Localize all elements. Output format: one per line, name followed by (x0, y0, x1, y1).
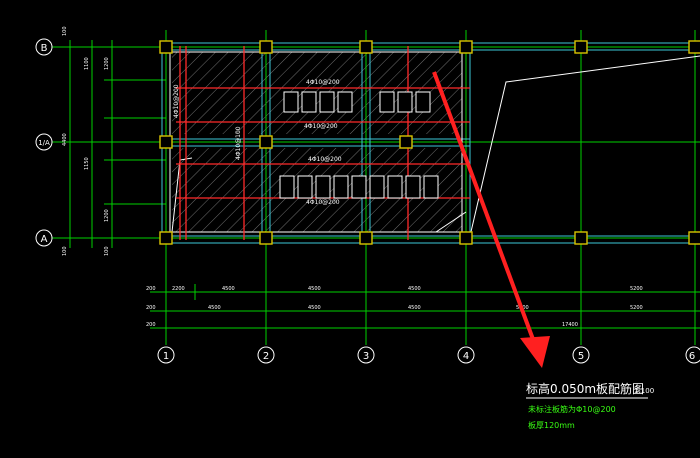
axis-label-3: 3 (363, 351, 369, 362)
dim-row2-2: 4500 (308, 305, 321, 311)
axis-bubble-6 (685, 346, 700, 364)
rebar-label-low: 4Φ10@200 (306, 199, 340, 206)
drawing-title: 标高0.050m板配筋图 (526, 381, 644, 396)
dim-row1-5: 5200 (630, 286, 643, 292)
annotation-arrow (432, 71, 550, 368)
left-dim-total: 4400 (62, 133, 68, 146)
dim-row2-0: 200 (146, 305, 156, 311)
drawing-scale: 1:100 (634, 387, 654, 395)
dim-row2-1: 4500 (208, 305, 221, 311)
left-dim-outer-2: 100 (62, 246, 68, 256)
rebar-label-top1: 4Φ10@200 (306, 79, 340, 86)
dim-row1-2: 4500 (222, 286, 235, 292)
axis-label-2: 2 (263, 351, 269, 362)
dim-row1-0: 200 (146, 286, 156, 292)
opening-boxes (279, 91, 439, 199)
axis-bubble-1 (157, 346, 175, 364)
rebar-label-vertical-2: 4Φ10@100 (235, 126, 242, 160)
slab-hatch-upper (172, 52, 462, 134)
axis-label-A: A (41, 234, 48, 245)
rebar-label-mid: 4Φ10@200 (308, 156, 342, 163)
column-squares (159, 40, 700, 245)
annotation-arrow-head (520, 336, 550, 368)
dim-row1-4: 4500 (408, 286, 421, 292)
rebar-label-top2: 4Φ10@200 (304, 123, 338, 130)
drawing-title-block: 标高0.050m板配筋图 1:100 未标注板筋为Φ10@200 板厚120mm (526, 381, 654, 430)
axis-bubble-A (35, 229, 53, 247)
rebar-lines (176, 46, 470, 240)
column-axis-bubbles: 1 2 3 4 5 6 (157, 346, 700, 364)
axis-label-1A: 1/A (38, 139, 50, 147)
left-dim-outer-3: 100 (104, 246, 110, 256)
axis-bubble-5 (572, 346, 590, 364)
axis-bubble-B (35, 38, 53, 56)
axis-bubble-4 (457, 346, 475, 364)
left-dim-inner-1: 1100 (84, 57, 90, 70)
left-dimension-text: 100 4400 100 1100 1150 1200 1200 100 (62, 26, 110, 256)
note-thickness: 板厚120mm (528, 420, 575, 430)
dim-row2-5: 5200 (630, 305, 643, 311)
annotation-arrow-shaft (432, 71, 536, 343)
note-rebar: 未标注板筋为Φ10@200 (528, 404, 616, 414)
dim-row1-1: 2200 (172, 286, 185, 292)
axis-bubble-3 (357, 346, 375, 364)
axis-label-6: 6 (689, 351, 695, 362)
axis-bubble-1A (35, 133, 53, 151)
dim-row2-3: 4500 (408, 305, 421, 311)
left-dim-outer-1: 100 (62, 26, 68, 36)
left-dim-inner-4: 1200 (104, 209, 110, 222)
left-dim-inner-3: 1200 (104, 57, 110, 70)
rebar-label-vertical-1: 4Φ10@200 (173, 84, 180, 118)
dim-row3-0: 200 (146, 322, 156, 328)
axis-label-B: B (41, 43, 48, 54)
axis-label-4: 4 (463, 351, 469, 362)
axis-label-1: 1 (163, 351, 169, 362)
left-dim-inner-2: 1150 (84, 157, 90, 170)
axis-label-5: 5 (578, 351, 584, 362)
row-axis-bubbles: B 1/A A (35, 38, 53, 247)
axis-bubble-2 (257, 346, 275, 364)
dim-row1-3: 4500 (308, 286, 321, 292)
dim-row3-1: 17400 (562, 322, 578, 328)
